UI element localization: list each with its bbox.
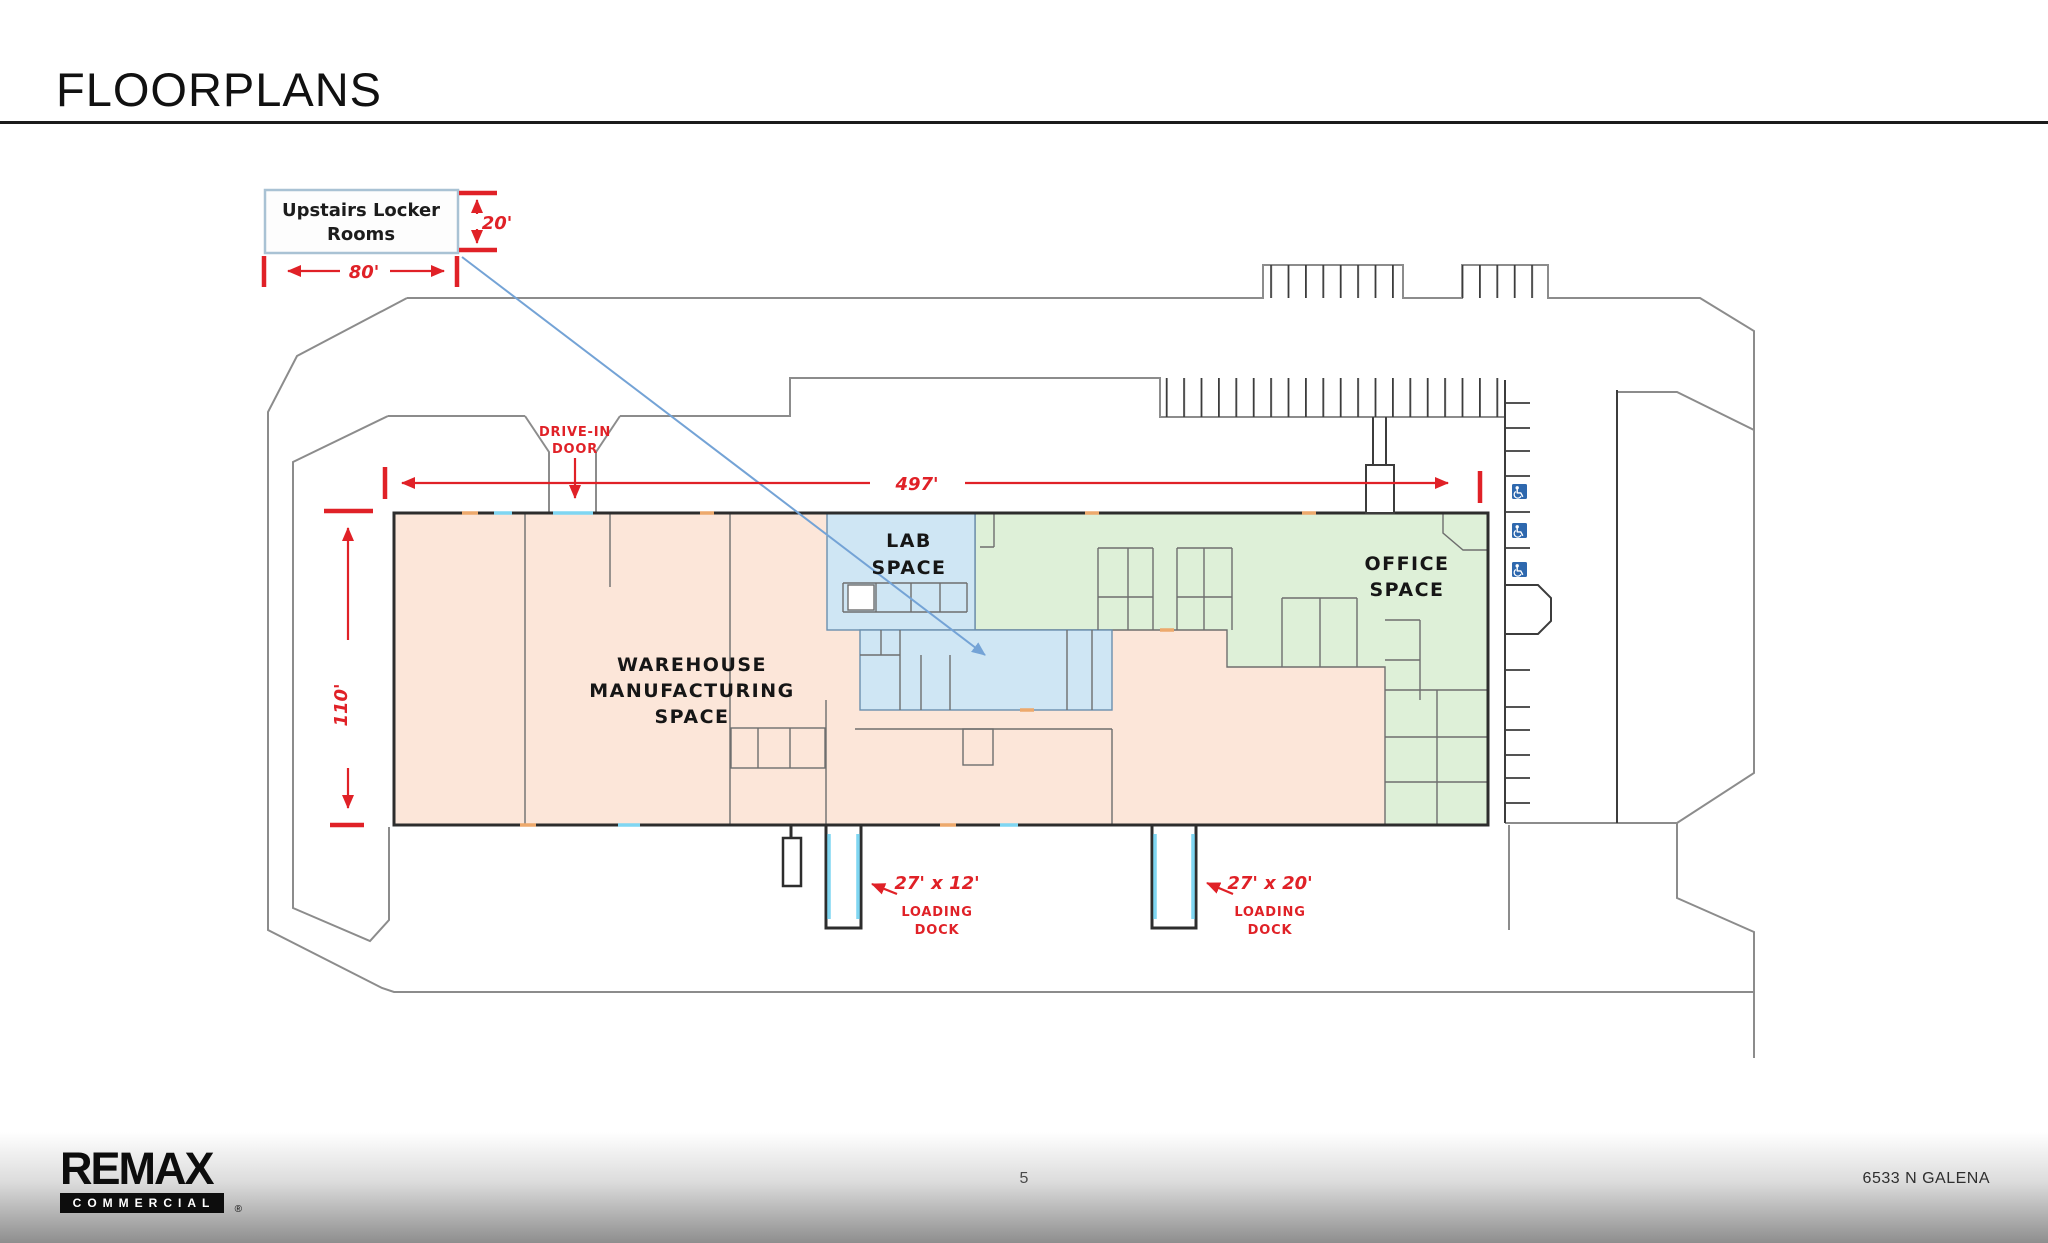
warehouse-label: MANUFACTURING (589, 680, 794, 702)
dock2-label: DOCK (1248, 923, 1293, 938)
zone-lab-lower (859, 629, 1113, 711)
upstairs-locker-label: Rooms (327, 224, 395, 245)
upstairs-locker-box (263, 188, 460, 255)
accessible-parking-icons (1511, 483, 1528, 578)
remax-commercial-logo: REMAX COMMERCIAL ® (60, 1143, 242, 1215)
callout-arrow (461, 256, 986, 656)
warehouse-label: WAREHOUSE (617, 654, 767, 676)
dock2-size: 27' x 20' (1227, 873, 1312, 894)
drive-in-door-label: DRIVE-IN (539, 425, 611, 440)
zone-labels: WAREHOUSE MANUFACTURING SPACE LAB SPACE … (589, 530, 1449, 728)
parking-row-top-b (1462, 265, 1548, 298)
parking-column-left (1505, 402, 1530, 804)
property-address: 6533 N GALENA (1862, 1170, 1990, 1187)
dock-well-1 (824, 825, 863, 930)
dock1-label: LOADING (901, 905, 972, 920)
office-label: SPACE (1370, 579, 1445, 601)
building-zones (394, 512, 1489, 826)
logo-brand: REMAX (60, 1143, 215, 1194)
entry-canopy (1365, 417, 1395, 514)
office-label: OFFICE (1364, 553, 1449, 575)
upstairs-locker-callout: Upstairs Locker Rooms (263, 188, 986, 656)
dimension-annotations: 20' 80' 497' 110' DRIVE-IN DOOR 27' x 12… (261, 190, 1483, 938)
wheelchair-icon (1511, 561, 1528, 578)
dock-bollard (781, 836, 803, 888)
drive-in-door-label: DOOR (552, 442, 598, 457)
footer: REMAX COMMERCIAL ® 5 6533 N GALENA (0, 1132, 2048, 1243)
dim-length: 497' (894, 474, 938, 495)
parking-row-top-a (1263, 265, 1403, 298)
page-title: FLOORPLANS (56, 63, 383, 116)
site-boundary (267, 264, 1755, 1058)
dim-locker-width: 80' (349, 262, 380, 283)
dim-depth: 110' (331, 683, 352, 726)
logo-division: COMMERCIAL (60, 1193, 224, 1213)
dock-well-2 (1150, 825, 1198, 930)
page-number: 5 (1019, 1170, 1029, 1187)
dock1-size: 27' x 12' (894, 873, 979, 894)
parking-row-middle (1160, 378, 1505, 417)
dim-locker-height: 20' (482, 213, 513, 234)
dock2-label: LOADING (1234, 905, 1305, 920)
wheelchair-icon (1511, 522, 1528, 539)
lab-label: SPACE (872, 557, 947, 579)
parking-column-right (1590, 392, 1617, 812)
loading-docks (781, 825, 1198, 930)
dock1-label: DOCK (915, 923, 960, 938)
door-marks (462, 511, 1316, 827)
upstairs-locker-label: Upstairs Locker (282, 200, 440, 221)
warehouse-label: SPACE (655, 706, 730, 728)
wheelchair-icon (1511, 483, 1528, 500)
lab-label: LAB (886, 530, 932, 552)
registered-mark: ® (234, 1204, 242, 1215)
interior-walls (524, 513, 1488, 825)
title-underline (0, 121, 2048, 124)
